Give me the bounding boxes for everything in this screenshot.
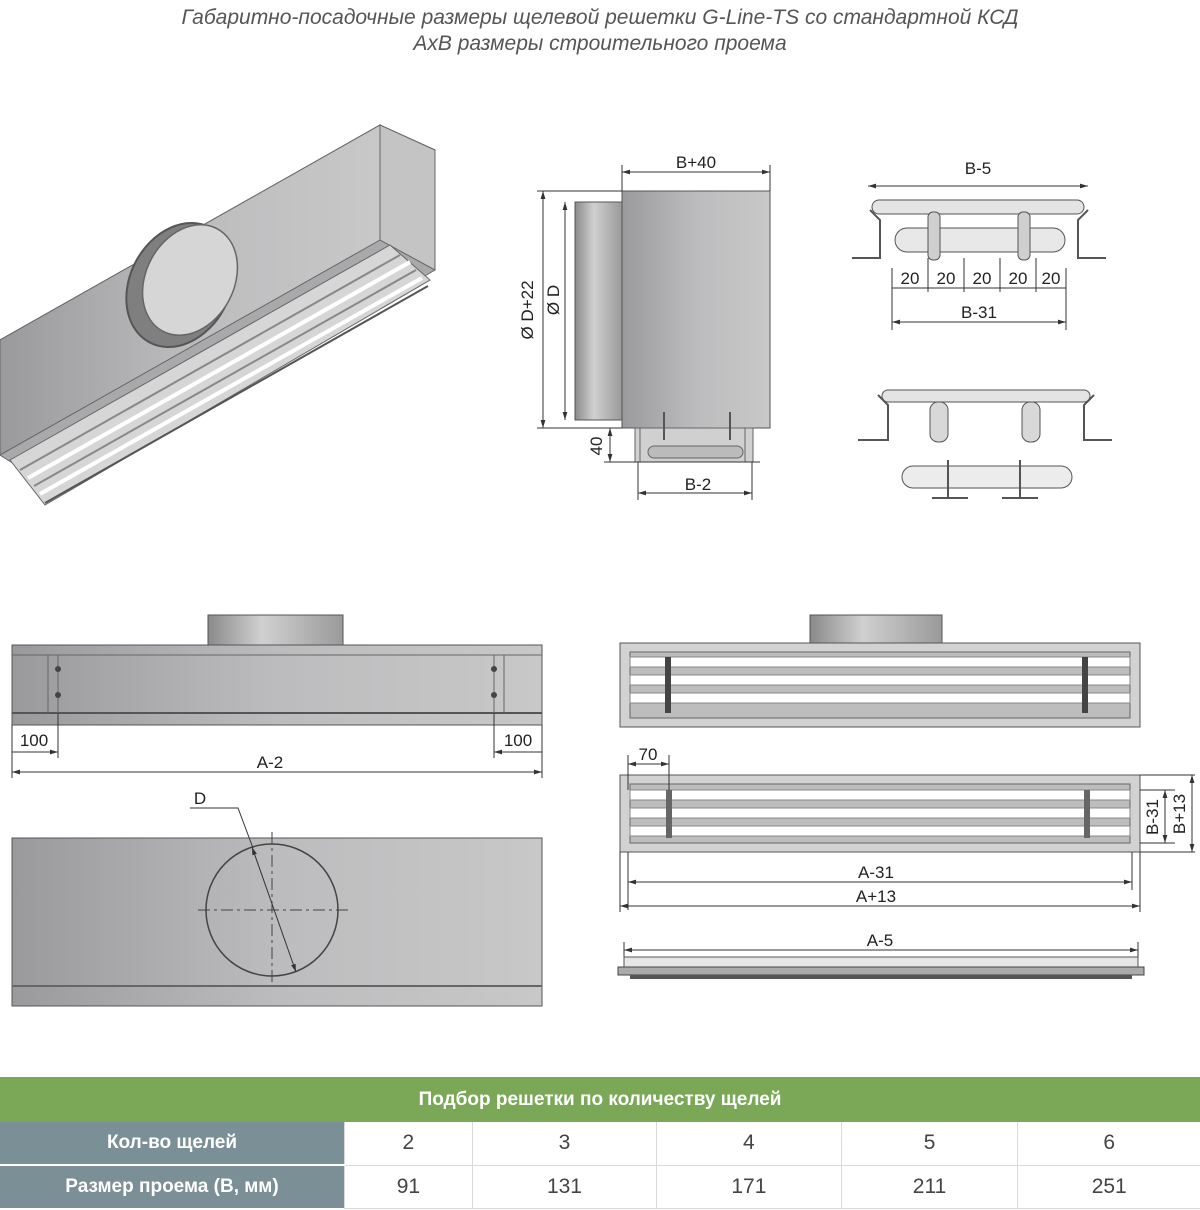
- dim-b-minus-5: B-5: [965, 159, 991, 178]
- dim-b-minus-31-v: B-31: [1143, 799, 1162, 835]
- title-line-1: Габаритно-посадочные размеры щелевой реш…: [181, 6, 1019, 29]
- dim-b-plus-40: B+40: [676, 153, 716, 172]
- table-cell: 211: [840, 1165, 1018, 1209]
- dim-offset-left: 100: [20, 731, 48, 750]
- grille-side-profile: A-5: [617, 931, 1145, 979]
- selection-table: Подбор решетки по количеству щелей Кол-в…: [0, 1077, 1200, 1209]
- dim-a-minus-2: A-2: [257, 753, 283, 772]
- table-cell: 4: [656, 1122, 842, 1166]
- grille-cross-section: B-5 20 20 20 20 20 B-31: [852, 159, 1106, 330]
- dim-a-minus-5: A-5: [867, 931, 893, 950]
- table-row-slots: Кол-во щелей 2 3 4 5 6: [0, 1122, 1200, 1166]
- dim-b-minus-31: B-31: [961, 303, 997, 322]
- table-row-opening: Размер проема (B, мм) 91 131 171 211 251: [0, 1165, 1200, 1209]
- row-label-slots: Кол-во щелей: [0, 1122, 345, 1166]
- plenum-top-view: D: [11, 789, 543, 1007]
- dim-d: Ø D: [544, 285, 563, 315]
- dim-b-plus-13-v: B+13: [1170, 794, 1189, 834]
- dim-d-label: D: [194, 789, 206, 808]
- dim-b-minus-2: B-2: [685, 475, 711, 494]
- dim-offset-right: 100: [504, 731, 532, 750]
- exploded-grille-parts: [858, 389, 1112, 499]
- dim-a-plus-13: A+13: [856, 887, 896, 906]
- title-line-2: AxB размеры строительного проема: [413, 32, 787, 55]
- table-cell: 91: [344, 1165, 473, 1209]
- dim-step-4: 20: [1009, 269, 1028, 288]
- dim-step-3: 20: [973, 269, 992, 288]
- dim-step-5: 20: [1042, 269, 1061, 288]
- table-cell: 5: [840, 1122, 1018, 1166]
- isometric-view: [0, 124, 436, 506]
- technical-drawing: B+40 Ø D+22 Ø D 40 B-2 B-5 20 20 20 20: [0, 124, 1195, 1007]
- table-cell: 6: [1017, 1122, 1200, 1166]
- dim-step-2: 20: [937, 269, 956, 288]
- dim-w70: 70: [639, 745, 658, 764]
- table-cell: 251: [1017, 1165, 1200, 1209]
- table-cell: 131: [471, 1165, 657, 1209]
- table-header: Подбор решетки по количеству щелей: [0, 1077, 1200, 1122]
- dim-step-1: 20: [901, 269, 920, 288]
- plenum-front-view: 100 100 A-2: [11, 614, 543, 778]
- grille-front-view: [619, 614, 1141, 728]
- table-cell: 2: [344, 1122, 473, 1166]
- grille-bottom-view: 70 B-31 B+13 A-31 A+13: [619, 745, 1195, 912]
- dim-d-plus-22: Ø D+22: [518, 280, 537, 339]
- dim-a-minus-31: A-31: [858, 863, 894, 882]
- table-cell: 3: [471, 1122, 657, 1166]
- table-cell: 171: [656, 1165, 842, 1209]
- side-section-view: B+40 Ø D+22 Ø D 40 B-2: [518, 153, 771, 500]
- row-label-opening: Размер проема (B, мм): [0, 1165, 345, 1208]
- dim-40: 40: [587, 437, 606, 456]
